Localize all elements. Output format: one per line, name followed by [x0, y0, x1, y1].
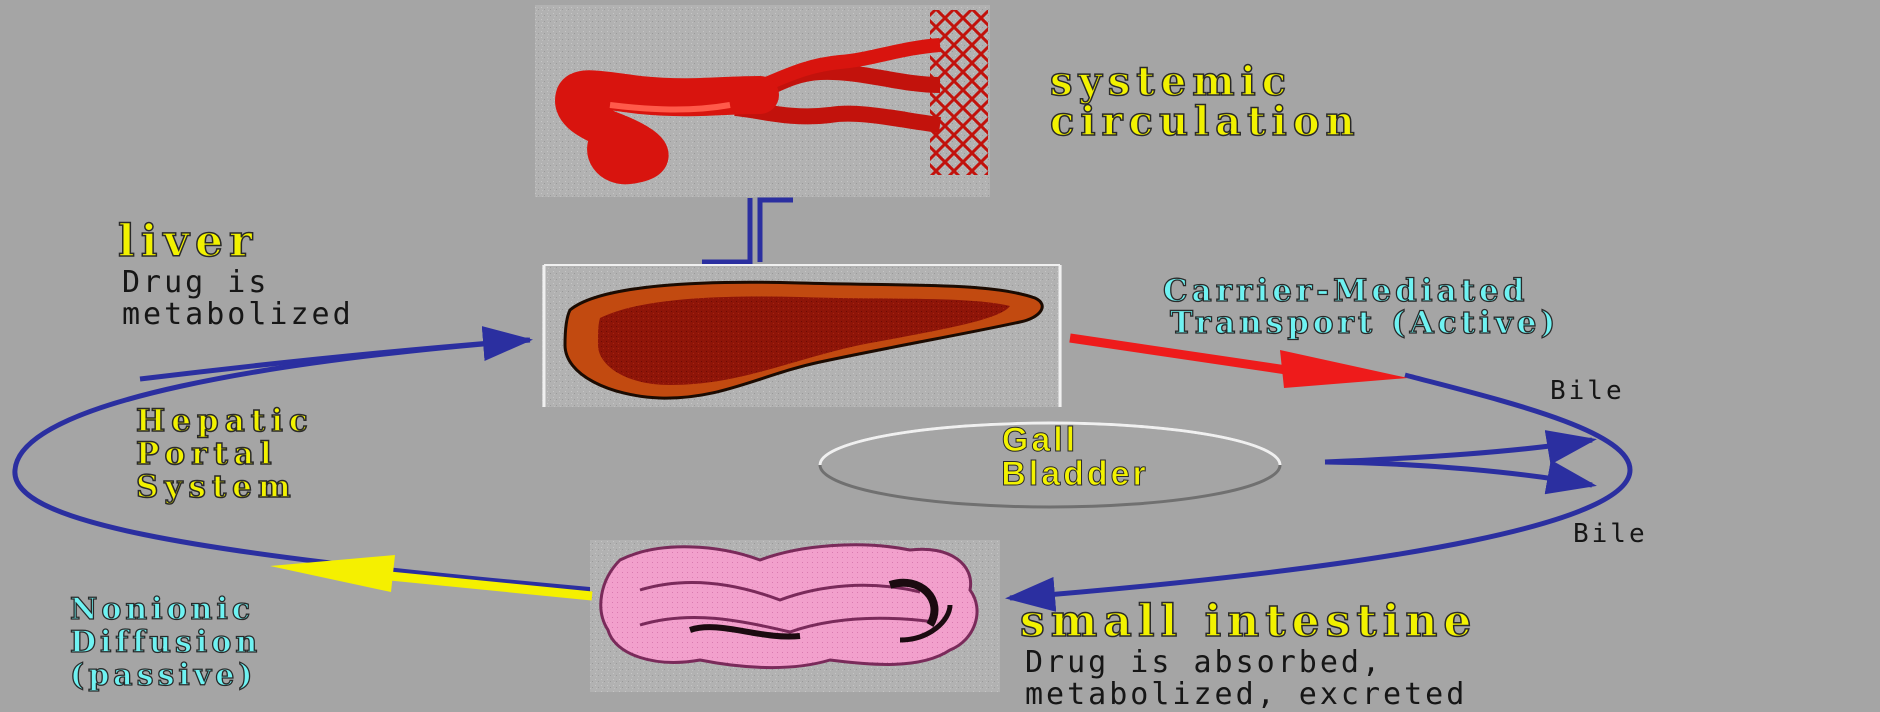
nonionic-diffusion-line3: (passive): [70, 661, 257, 691]
nonionic-diffusion-line2: Diffusion: [70, 628, 261, 658]
active-transport-arrow: [1070, 338, 1408, 388]
liver-title: liver: [118, 220, 258, 264]
nonionic-diffusion-line1: Nonionic: [70, 595, 254, 625]
liver-icon: [542, 265, 1062, 407]
equilibrium-arrows-icon: [702, 198, 793, 262]
systemic-circulation-label-line1: systemic: [1050, 62, 1292, 102]
bile-label-top: Bile: [1550, 378, 1625, 404]
small-intestine-title: small intestine: [1020, 600, 1477, 644]
gall-bladder-label-line1: Gall: [970, 423, 1110, 457]
liver-description-line2: metabolized: [122, 300, 354, 330]
hepatic-portal-system-line1: Hepatic: [136, 406, 314, 437]
small-intestine-icon: [590, 540, 1000, 692]
small-intestine-description-line2: metabolized, excreted: [1025, 680, 1467, 710]
hepatic-portal-system-line3: System: [136, 472, 297, 503]
bile-label-bottom: Bile: [1573, 521, 1648, 547]
liver-description-line1: Drug is: [122, 268, 269, 298]
carrier-mediated-transport-line2: Transport (Active): [1170, 308, 1559, 339]
blood-vessel-icon: [535, 5, 990, 197]
gall-bladder-label-line2: Bladder: [925, 457, 1225, 491]
hepatic-portal-system-line2: Portal: [136, 439, 278, 470]
small-intestine-description-line1: Drug is absorbed,: [1025, 648, 1383, 678]
systemic-circulation-label-line2: circulation: [1050, 102, 1361, 142]
carrier-mediated-transport-line1: Carrier-Mediated: [1163, 276, 1528, 307]
